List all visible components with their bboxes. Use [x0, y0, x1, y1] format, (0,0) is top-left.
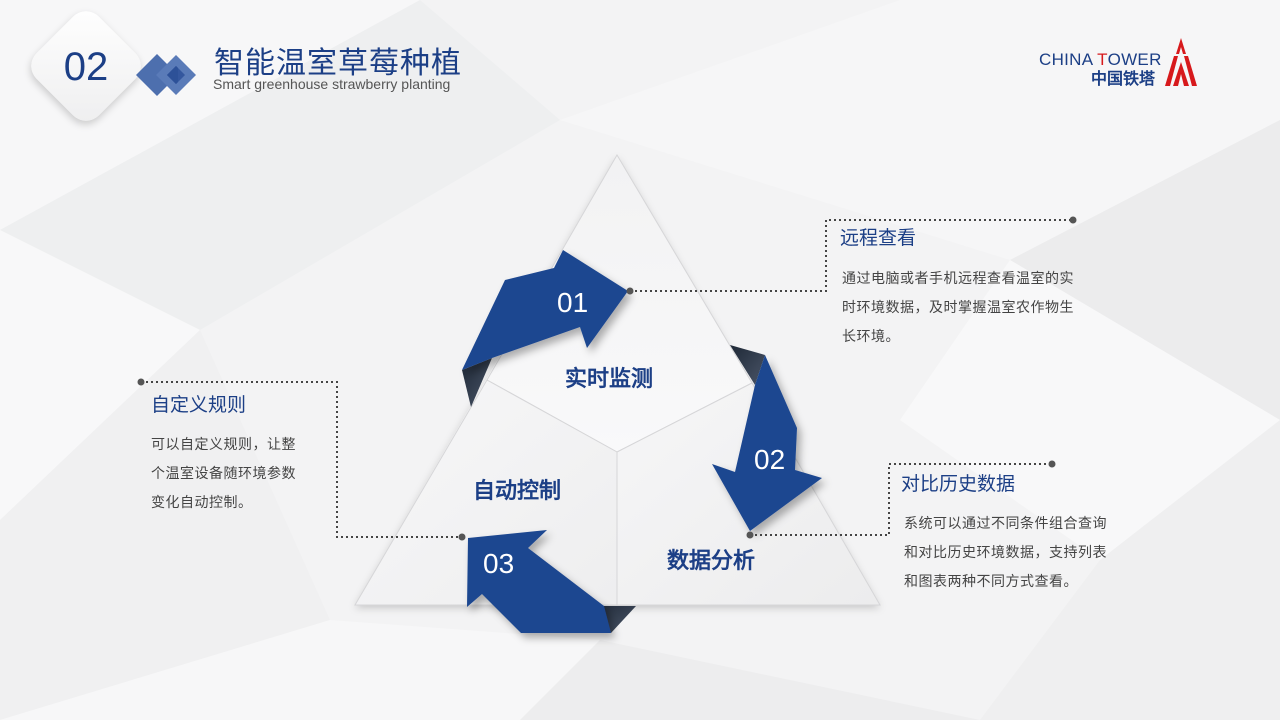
logo-text-en: CHINA TOWER — [1039, 50, 1162, 69]
callout-title-custom-rules: 自定义规则 — [151, 394, 247, 416]
page-title: 智能温室草莓种植 — [214, 46, 462, 81]
page-subtitle: Smart greenhouse strawberry planting — [213, 76, 451, 92]
arrow-02 — [712, 355, 822, 531]
connector-remote-view — [630, 219, 1073, 292]
arrow-number-01: 01 — [557, 287, 589, 318]
callout-title-history: 对比历史数据 — [901, 473, 1016, 495]
segment-label-data-analysis: 数据分析 — [667, 549, 756, 574]
diamond-decoration-icon — [136, 54, 196, 96]
callout-text-history: 系统可以通过不同条件组合查询 和对比历史环境数据，支持列表 和图表两种不同方式查… — [904, 516, 1107, 590]
segment-label-realtime-monitoring: 实时监测 — [565, 367, 654, 392]
china-tower-logo-icon — [1165, 38, 1197, 86]
arrow-number-02: 02 — [754, 444, 786, 475]
segment-label-auto-control: 自动控制 — [473, 479, 562, 504]
connector-history — [750, 463, 1052, 536]
logo-text-cn: 中国铁塔 — [1091, 69, 1156, 88]
callout-text-remote-view: 通过电脑或者手机远程查看温室的实 时环境数据，及时掌握温室农作物生 长环境。 — [842, 271, 1074, 345]
arrow-number-03: 03 — [483, 548, 515, 579]
section-number: 02 — [63, 45, 109, 89]
callout-title-remote-view: 远程查看 — [840, 227, 917, 249]
arrow-01 — [462, 250, 628, 370]
callout-text-custom-rules: 可以自定义规则，让整 个温室设备随环境参数 变化自动控制。 — [151, 437, 296, 511]
arrow-03 — [467, 530, 611, 633]
